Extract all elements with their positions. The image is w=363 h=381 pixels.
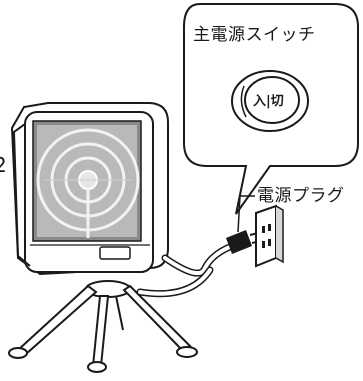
front-grille [32, 120, 142, 242]
plug-leader-line [237, 195, 255, 233]
power-cord [136, 242, 236, 298]
wall-outlet-icon [255, 204, 284, 268]
page-number: 2 [0, 153, 7, 177]
page-number-clip: 2 [0, 150, 9, 190]
callout-title: 主電源スイッチ [193, 25, 316, 45]
plug-label: 電源プラグ [257, 186, 345, 206]
tripod-stand [8, 280, 198, 373]
power-switch [231, 70, 309, 132]
switch-label: 入|切 [253, 94, 284, 109]
heater-base [30, 244, 150, 260]
